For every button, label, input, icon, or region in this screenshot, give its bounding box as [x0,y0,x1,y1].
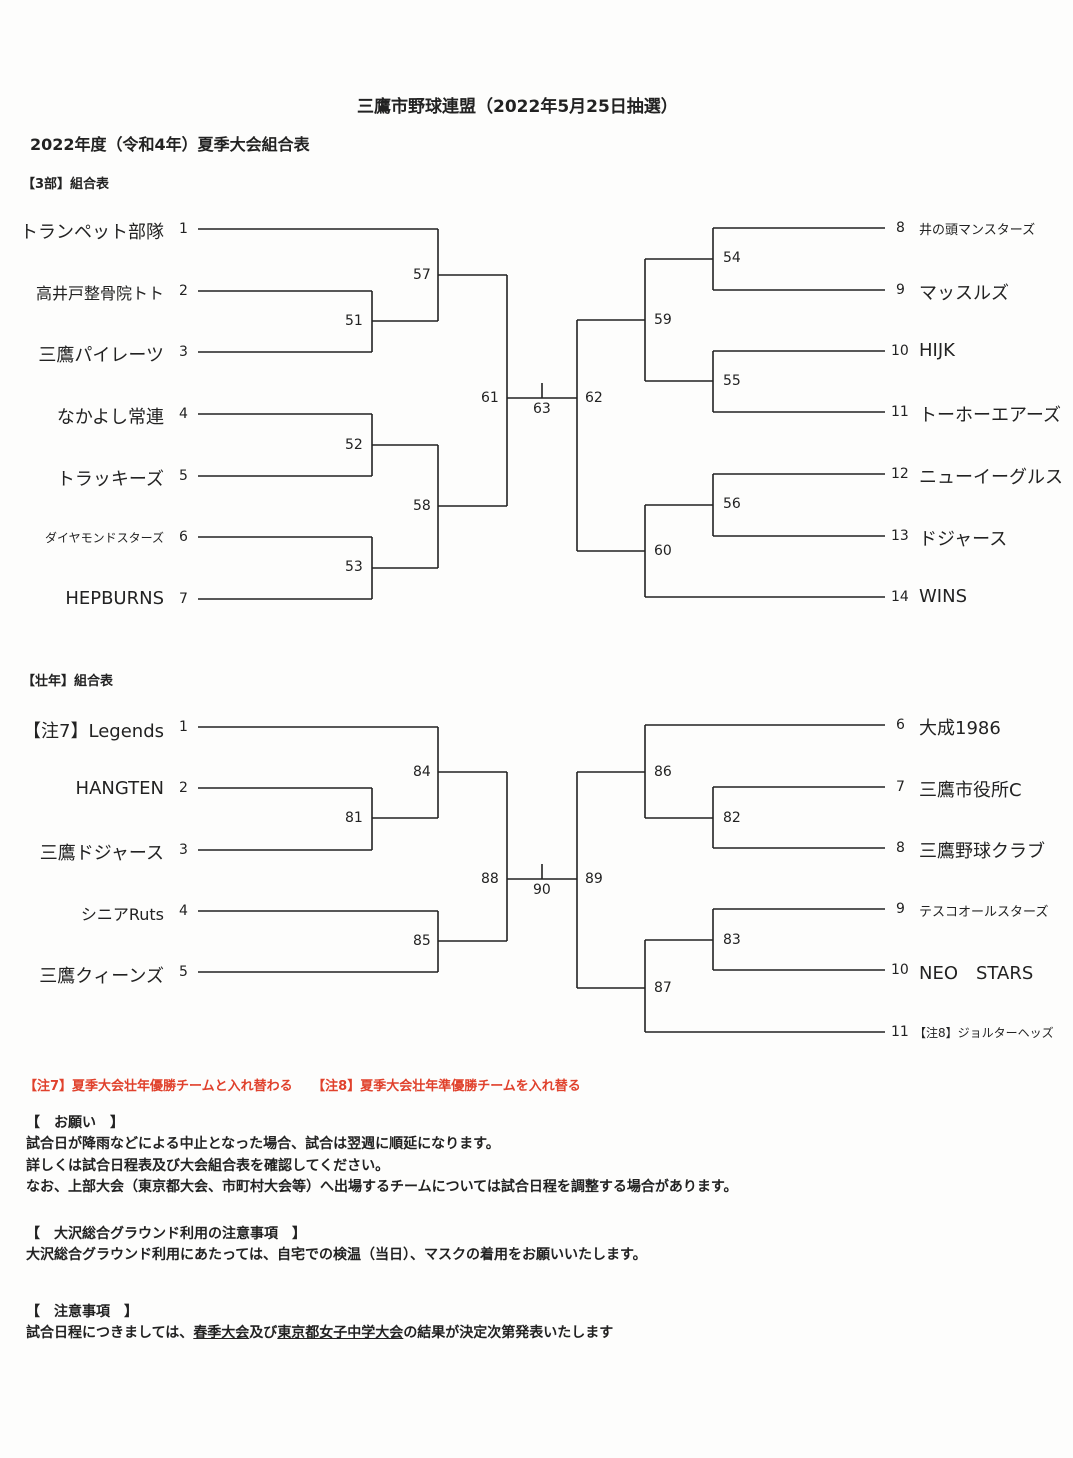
team-seed: 11 [891,1024,909,1040]
page-subtitle: 2022年度（令和4年）夏季大会組合表 [30,135,310,154]
team-seed: 5 [179,964,188,980]
team-seed: 3 [179,344,188,360]
match-number: 56 [723,496,741,512]
match-number: 84 [413,764,431,780]
match-number: 51 [345,313,363,329]
match-number: 86 [654,764,672,780]
match-number: 85 [413,933,431,949]
team-seed: 4 [179,406,188,422]
request-heading: 【 お願い 】 [26,1115,124,1131]
match-number: 59 [654,312,672,328]
team-seed: 10 [891,343,909,359]
match-number: 90 [533,882,551,898]
match-number: 83 [723,932,741,948]
caution-text: 及び [249,1325,278,1341]
div3-section-label: 【3部】組合表 [22,177,110,192]
ground-heading: 【 大沢総合グラウンド利用の注意事項 】 [26,1226,306,1242]
match-number: 54 [723,250,741,266]
team-seed: 14 [891,589,909,605]
team-seed: 7 [896,779,905,795]
team-name: 三鷹パイレーツ [38,345,164,366]
team-name: HANGTEN [75,778,164,799]
match-number: 81 [345,810,363,826]
caution-line: 試合日程につきましては、春季大会及び東京都女子中学大会の結果が決定次第発表いたし… [26,1322,613,1342]
team-name: 三鷹ドジャース [39,843,164,864]
caution-text: の結果が決定次第発表いたします [403,1325,614,1341]
team-seed: 9 [896,901,905,917]
caution-heading: 【 注意事項 】 [26,1304,138,1320]
team-name: 【注8】ジョルターヘッズ [914,1026,1054,1040]
team-name: HIJK [919,340,955,361]
request-line: 試合日が降雨などによる中止となった場合、試合は翌週に順延になります。 [26,1136,500,1152]
team-name: 井の頭マンスターズ [919,223,1036,238]
team-seed: 1 [179,221,188,237]
team-name: テスコオールスターズ [919,905,1049,920]
team-name: ドジャース [919,529,1008,550]
team-name: トーホーエアーズ [919,405,1062,426]
team-name: WINS [919,586,967,607]
team-seed: 2 [179,780,188,796]
team-name: 大成1986 [919,718,1001,739]
caution-tokyo-girls-tournament: 東京都女子中学大会 [277,1325,404,1341]
team-name: シニアRuts [80,905,164,924]
match-number: 89 [585,871,603,887]
match-number: 57 [413,267,431,283]
ground-line: 大沢総合グラウンド利用にあたっては、自宅での検温（当日）、マスクの着用をお願いい… [26,1247,647,1263]
caution-text: 試合日程につきましては、 [26,1325,194,1341]
team-seed: 9 [896,282,905,298]
team-seed: 8 [896,220,905,236]
match-number: 53 [345,559,363,575]
team-seed: 7 [179,591,188,607]
team-name: 三鷹市役所C [919,780,1022,801]
match-number: 52 [345,437,363,453]
match-number: 62 [585,390,603,406]
team-name: NEO STARS [919,963,1034,984]
senior-section-label: 【壮年】組合表 [22,674,114,689]
team-seed: 2 [179,283,188,299]
page-title: 三鷹市野球連盟（2022年5月25日抽選） [357,97,678,117]
match-number: 58 [413,498,431,514]
team-name: 三鷹クィーンズ [39,966,164,987]
team-name: なかよし常連 [56,407,164,428]
red-note: 【注7】夏季大会壮年優勝チームと入れ替わる 【注8】夏季大会壮年準優勝チームを入… [24,1079,581,1094]
team-seed: 5 [179,468,188,484]
team-seed: 6 [896,717,905,733]
team-name: HEPBURNS [65,588,164,609]
team-seed: 10 [891,962,909,978]
request-line: なお、上部大会（東京都大会、市町村大会等）へ出場するチームについては試合日程を調… [26,1179,738,1195]
team-seed: 3 [179,842,188,858]
match-number: 60 [654,543,672,559]
team-seed: 13 [891,528,909,544]
match-number: 55 [723,373,741,389]
team-seed: 12 [891,466,909,482]
team-name: 【注7】Legends [23,721,164,742]
team-seed: 11 [891,404,909,420]
team-name: トラッキーズ [56,469,164,490]
request-line: 詳しくは試合日程表及び大会組合表を確認してください。 [26,1158,390,1174]
team-name: ダイヤモンドスターズ [44,531,164,545]
caution-spring-tournament: 春季大会 [193,1325,250,1341]
match-number: 63 [533,401,551,417]
team-name: 高井戸整骨院トト [35,284,164,303]
team-name: 三鷹野球クラブ [919,841,1045,862]
team-name: トランペット部隊 [20,222,164,243]
team-seed: 6 [179,529,188,545]
match-number: 61 [481,390,499,406]
team-seed: 4 [179,903,188,919]
match-number: 87 [654,980,672,996]
team-name: マッスルズ [919,283,1009,304]
match-number: 82 [723,810,741,826]
team-seed: 1 [179,719,188,735]
team-seed: 8 [896,840,905,856]
match-number: 88 [481,871,499,887]
team-name: ニューイーグルス [919,467,1063,488]
